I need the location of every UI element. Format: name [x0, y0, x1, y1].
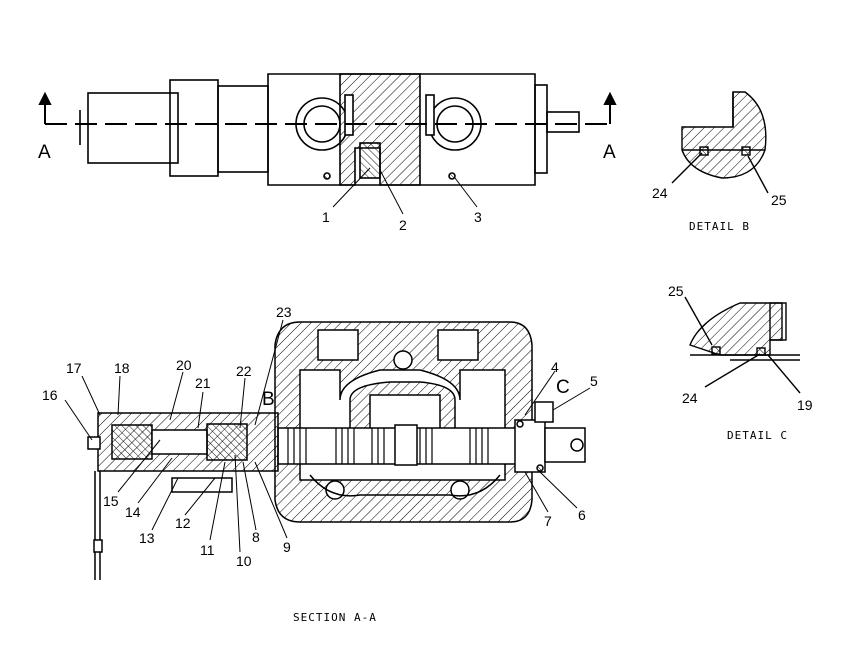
callout-12: 12	[175, 515, 191, 531]
callout-16: 16	[42, 387, 58, 403]
callout-3: 3	[474, 209, 482, 225]
callout-22: 22	[236, 363, 252, 379]
callout-5: 5	[590, 373, 598, 389]
section-marker-left: A	[38, 142, 51, 163]
valve-body	[267, 73, 536, 186]
section-line-a-a	[38, 91, 617, 125]
section-marker-right: A	[603, 142, 616, 163]
solenoid-housing	[87, 92, 179, 164]
detail-c-callout-19: 19	[797, 397, 813, 413]
section-caption: SECTION A-A	[293, 611, 377, 624]
callout-13: 13	[139, 530, 155, 546]
detail-ref-b: B	[262, 389, 275, 410]
section-view	[87, 321, 586, 580]
callout-1: 1	[322, 209, 330, 225]
section-callouts: 23 22 21 20 18 17 16 15 14 13 12 11 10 8…	[42, 304, 598, 569]
callout-17: 17	[66, 360, 82, 376]
detail-b-caption: DETAIL B	[689, 220, 750, 233]
detail-c-drawing	[684, 296, 801, 394]
callout-4: 4	[551, 359, 559, 375]
arrow-up-icon	[38, 91, 52, 105]
callout-10: 10	[236, 553, 252, 569]
callout-14: 14	[125, 504, 141, 520]
callout-11: 11	[200, 542, 215, 558]
callout-23: 23	[276, 304, 292, 320]
callout-21: 21	[195, 375, 211, 391]
detail-c-caption: DETAIL C	[727, 429, 788, 442]
detail-c-callout-25: 25	[668, 283, 684, 299]
callout-6: 6	[578, 507, 586, 523]
arrow-up-icon	[603, 91, 617, 105]
detail-ref-c: C	[556, 377, 570, 398]
detail-b-drawing	[671, 91, 769, 194]
top-view	[79, 73, 580, 186]
detail-b-callout-24: 24	[652, 185, 668, 201]
callout-15: 15	[103, 493, 119, 509]
callout-7: 7	[544, 513, 552, 529]
callout-2: 2	[399, 217, 407, 233]
detail-b-callout-25: 25	[771, 192, 787, 208]
section-leaders	[64, 319, 591, 553]
callout-8: 8	[252, 529, 260, 545]
callout-9: 9	[283, 539, 291, 555]
callout-18: 18	[114, 360, 130, 376]
callout-20: 20	[176, 357, 192, 373]
top-leaders	[332, 167, 478, 215]
detail-c-callout-24: 24	[682, 390, 698, 406]
